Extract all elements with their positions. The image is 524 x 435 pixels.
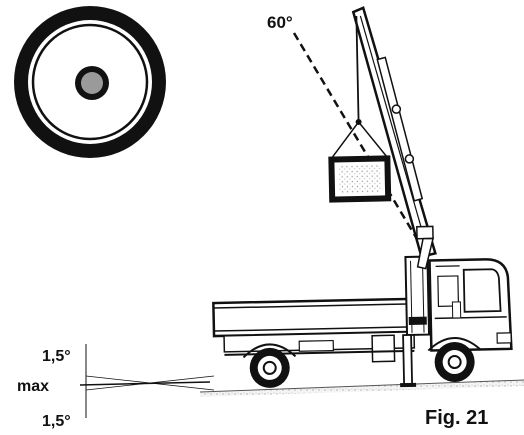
tilt-max-label: max xyxy=(17,378,49,395)
truck-flatbed xyxy=(212,297,416,363)
crane-boom xyxy=(351,6,437,270)
tilt-upper-label: 1,5° xyxy=(42,348,71,365)
truck-crane-icon xyxy=(212,6,513,388)
boom-angle-reference-line xyxy=(292,32,422,245)
crane-pillar xyxy=(400,255,431,388)
ground xyxy=(199,379,524,397)
front-wheel xyxy=(427,337,482,383)
tilt-lower-label: 1,5° xyxy=(42,413,71,430)
boom-angle-label: 60° xyxy=(267,13,293,32)
tilt-indicator xyxy=(79,344,215,418)
truck-cab xyxy=(428,258,513,352)
figure-caption: Fig. 21 xyxy=(425,407,488,429)
rear-wheel xyxy=(242,343,297,388)
suspended-load xyxy=(328,121,392,203)
bubble-level-icon xyxy=(14,6,166,158)
